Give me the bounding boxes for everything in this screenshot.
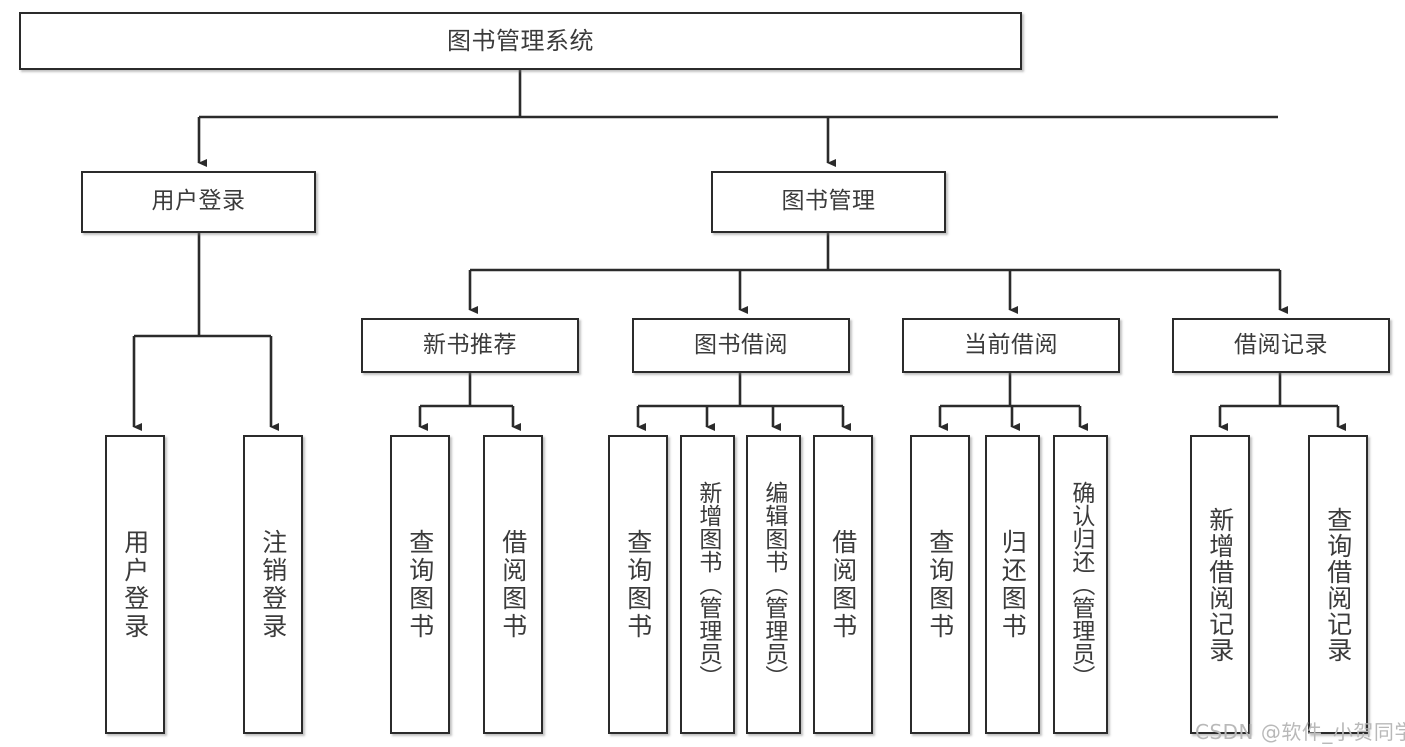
node-leaf-confirm-return-label: 确认归还（管理员）: [1067, 481, 1094, 688]
node-book-borrow[interactable]: 图书借阅: [632, 318, 850, 373]
node-leaf-query-book-3-label: 查询图书: [925, 528, 955, 641]
node-leaf-query-record[interactable]: 查询借阅记录: [1308, 435, 1368, 734]
edge-group-new-book-recommend: [418, 373, 521, 431]
node-book-manage-label: 图书管理: [781, 188, 876, 215]
node-new-book-recommend-label: 新书推荐: [423, 331, 517, 358]
node-root-label: 图书管理系统: [447, 26, 594, 55]
node-leaf-edit-book-label: 编辑图书（管理员）: [760, 481, 787, 688]
node-borrow-record[interactable]: 借阅记录: [1172, 318, 1390, 373]
node-leaf-logout-label: 注销登录: [258, 528, 288, 641]
edge-group-user-login: [132, 233, 279, 431]
node-leaf-query-book-2[interactable]: 查询图书: [608, 435, 668, 734]
edge-group-book-borrow: [636, 373, 851, 431]
node-leaf-edit-book[interactable]: 编辑图书（管理员）: [746, 435, 801, 734]
node-leaf-borrow-book-1-label: 借阅图书: [498, 528, 528, 641]
node-user-login-label: 用户登录: [151, 188, 246, 215]
node-leaf-query-book-3[interactable]: 查询图书: [910, 435, 970, 734]
node-leaf-query-book-2-label: 查询图书: [623, 528, 653, 641]
edge-group-book-manage: [468, 233, 1288, 314]
node-leaf-query-book-1-label: 查询图书: [405, 528, 435, 641]
node-leaf-user-login[interactable]: 用户登录: [105, 435, 165, 734]
edge-group-current-borrow: [938, 373, 1088, 431]
node-leaf-logout[interactable]: 注销登录: [243, 435, 303, 734]
node-current-borrow-label: 当前借阅: [964, 331, 1058, 358]
node-book-borrow-label: 图书借阅: [694, 331, 788, 358]
node-borrow-record-label: 借阅记录: [1234, 331, 1328, 358]
node-leaf-query-book-1[interactable]: 查询图书: [390, 435, 450, 734]
node-user-login[interactable]: 用户登录: [81, 171, 316, 233]
node-book-manage[interactable]: 图书管理: [711, 171, 946, 233]
node-leaf-query-record-label: 查询借阅记录: [1323, 506, 1353, 663]
node-leaf-borrow-book-2[interactable]: 借阅图书: [813, 435, 873, 734]
node-root[interactable]: 图书管理系统: [19, 12, 1022, 70]
edge-group-root: [197, 70, 1278, 167]
node-leaf-add-record-label: 新增借阅记录: [1205, 506, 1235, 663]
edge-group-borrow-record: [1218, 373, 1346, 431]
node-leaf-confirm-return[interactable]: 确认归还（管理员）: [1053, 435, 1108, 734]
node-leaf-borrow-book-1[interactable]: 借阅图书: [483, 435, 543, 734]
node-leaf-return-book-label: 归还图书: [998, 528, 1028, 641]
node-leaf-add-record[interactable]: 新增借阅记录: [1190, 435, 1250, 734]
node-leaf-add-book-label: 新增图书（管理员）: [694, 481, 721, 688]
watermark-text: CSDN @软件_小贺同学: [1195, 720, 1405, 744]
node-current-borrow[interactable]: 当前借阅: [902, 318, 1120, 373]
node-leaf-borrow-book-2-label: 借阅图书: [828, 528, 858, 641]
node-leaf-add-book[interactable]: 新增图书（管理员）: [680, 435, 735, 734]
node-leaf-return-book[interactable]: 归还图书: [985, 435, 1040, 734]
node-leaf-user-login-label: 用户登录: [120, 528, 150, 641]
node-new-book-recommend[interactable]: 新书推荐: [361, 318, 579, 373]
